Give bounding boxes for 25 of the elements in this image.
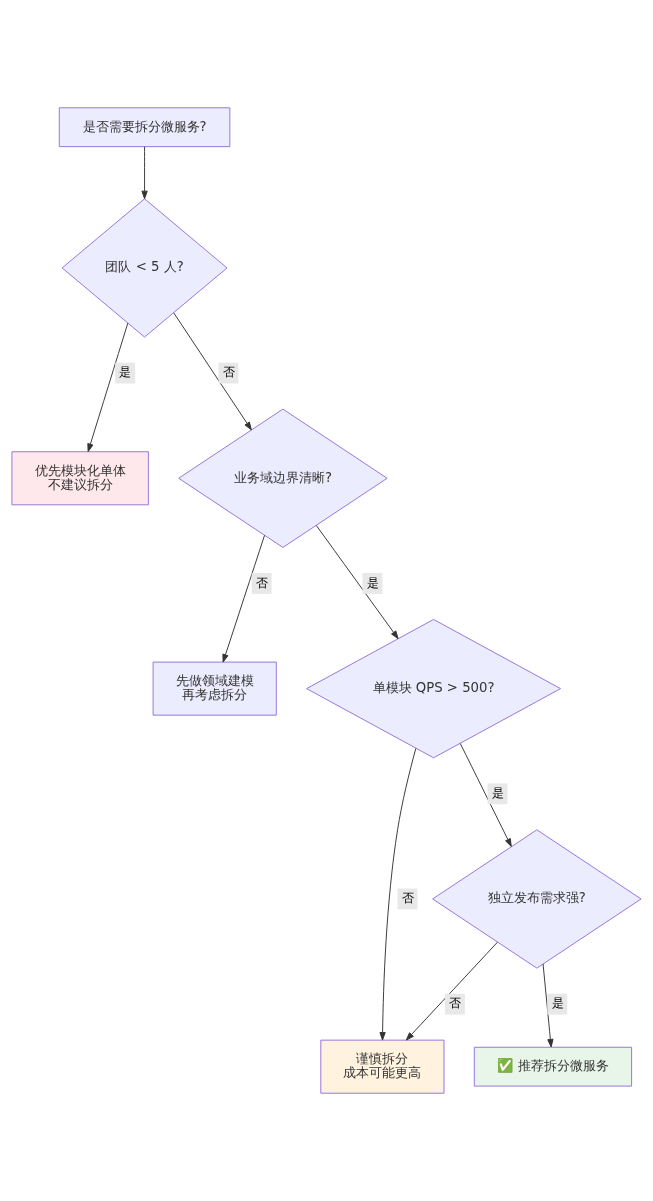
arrow [87, 322, 129, 452]
node-diamond: 独立发布需求强? [432, 829, 642, 969]
edge-label: 是 [491, 786, 504, 801]
edge-label: 是 [551, 996, 564, 1011]
edge-label: 否 [449, 996, 462, 1011]
arrow [405, 941, 498, 1041]
arrow [141, 146, 148, 200]
arrow [173, 312, 252, 431]
node-box: ✅ 推荐拆分微服务 [473, 1046, 633, 1087]
edge-label: 是 [119, 365, 132, 380]
edge-label: 否 [255, 575, 268, 590]
edge-label: 否 [222, 365, 235, 380]
arrow [222, 534, 265, 663]
edge-label: 是 [366, 575, 379, 590]
node-box: 是否需要拆分微服务? [58, 107, 231, 148]
node-diamond: 业务域边界清晰? [178, 408, 388, 548]
arrow [315, 525, 399, 640]
node-box: 谨慎拆分 成本可能更高 [320, 1039, 445, 1094]
arrow [459, 743, 512, 847]
node-diamond: 团队 < 5 人? [61, 198, 228, 338]
node-box: 先做领域建模 再考虑拆分 [152, 661, 277, 716]
arrow [542, 963, 554, 1048]
node-box: 优先模块化单体 不建议拆分 [11, 451, 149, 506]
edge-label: 否 [401, 891, 414, 906]
node-diamond: 单模块 QPS > 500? [306, 618, 561, 759]
